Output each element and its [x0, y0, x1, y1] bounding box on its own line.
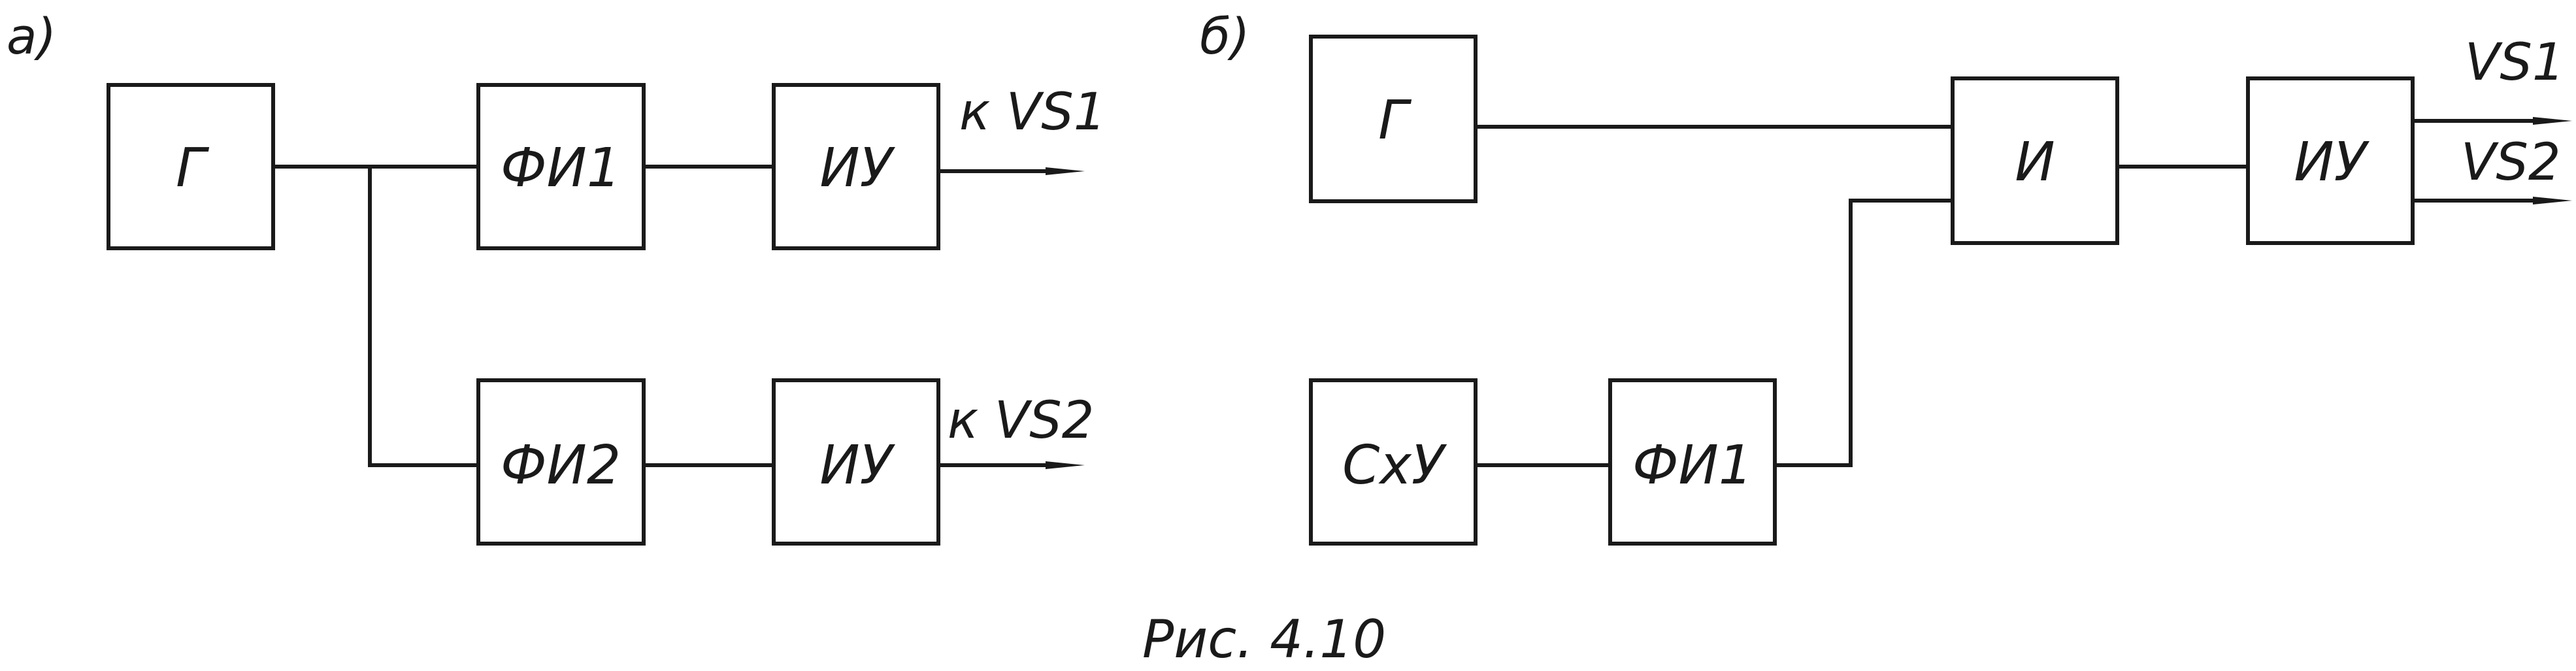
a-block-amplifier2	[772, 378, 940, 546]
a-block-amplifier2-label: ИУ	[819, 434, 895, 497]
a-block-amplifier1-label: ИУ	[819, 137, 895, 199]
b-block-amplifier	[2246, 76, 2415, 245]
a-block-amplifier1	[772, 83, 940, 250]
a-block-former2-label: ФИ2	[501, 434, 621, 497]
a-block-former1	[476, 83, 646, 250]
part-a-label: а)	[7, 7, 56, 65]
b-block-generator-label: Г	[1378, 90, 1412, 152]
b-arrow-top-icon	[2533, 117, 2572, 125]
b-output-label-top: VS1	[2465, 33, 2565, 92]
part-b-label: б)	[1200, 7, 1250, 65]
a-output-label-top: к VS1	[959, 83, 1106, 142]
b-block-and-gate-label: И	[2015, 131, 2055, 193]
a-arrow-bottom-icon	[1046, 461, 1085, 469]
b-block-generator	[1309, 35, 1478, 203]
b-output-label-bottom: VS2	[2461, 133, 2561, 192]
b-block-former1	[1608, 378, 1777, 546]
a-block-former2	[476, 378, 646, 546]
a-block-former1-label: ФИ1	[501, 137, 621, 199]
b-block-sync-circuit	[1309, 378, 1478, 546]
a-arrow-top-icon	[1046, 167, 1085, 175]
b-block-former1-label: ФИ1	[1632, 434, 1753, 497]
a-block-generator-label: Г	[176, 137, 210, 199]
a-output-label-bottom: к VS2	[948, 391, 1094, 450]
b-arrow-bottom-icon	[2533, 197, 2572, 205]
b-block-amplifier-label: ИУ	[2294, 131, 2370, 193]
b-block-sync-circuit-label: СхУ	[1342, 434, 1447, 497]
a-block-generator	[107, 83, 275, 250]
figure-caption: Рис. 4.10	[1142, 609, 1386, 670]
b-wire-fi1-to-and	[1773, 199, 1955, 467]
b-block-and-gate	[1951, 76, 2119, 245]
